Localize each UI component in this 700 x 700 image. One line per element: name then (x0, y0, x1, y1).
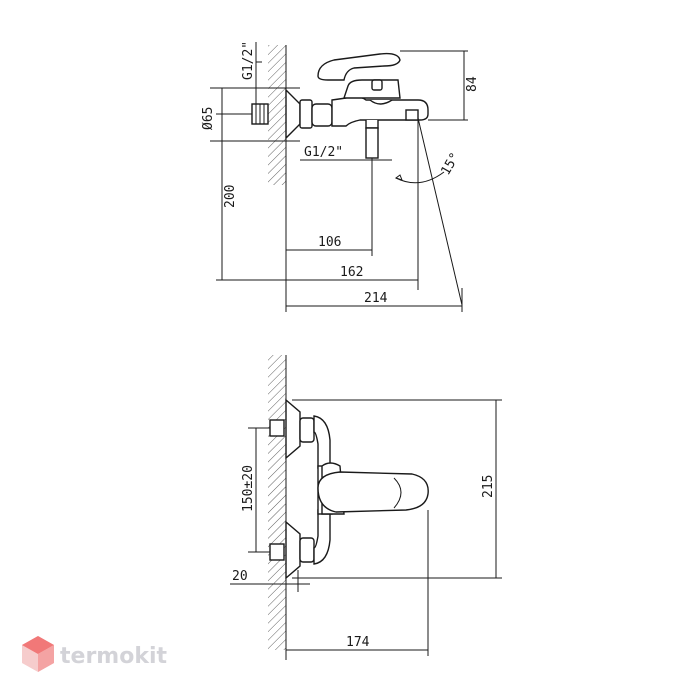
side-view: G1/2" Ø65 200 84 G1/2" 15° 106 162 (201, 41, 480, 312)
watermark-text: termokit (60, 644, 167, 669)
label-dim-214: 214 (364, 291, 388, 306)
wall-hatch-bottom (268, 355, 286, 650)
label-dim-162: 162 (340, 265, 363, 280)
termokit-logo-icon (22, 636, 54, 672)
label-thread-top: G1/2" (241, 41, 256, 80)
watermark: termokit (22, 636, 167, 672)
wall-hatch-top (268, 45, 286, 185)
label-thread-bottom: G1/2" (304, 145, 343, 160)
label-height-84: 84 (465, 76, 480, 92)
label-dim-150: 150±20 (241, 465, 256, 512)
label-diameter: Ø65 (201, 107, 216, 130)
label-dim-106: 106 (318, 235, 341, 250)
label-dim-20: 20 (232, 569, 248, 584)
label-height-200: 200 (223, 185, 238, 208)
front-view: 215 150±20 20 174 (230, 355, 502, 660)
label-dim-215: 215 (481, 475, 496, 498)
label-dim-174: 174 (346, 635, 370, 650)
